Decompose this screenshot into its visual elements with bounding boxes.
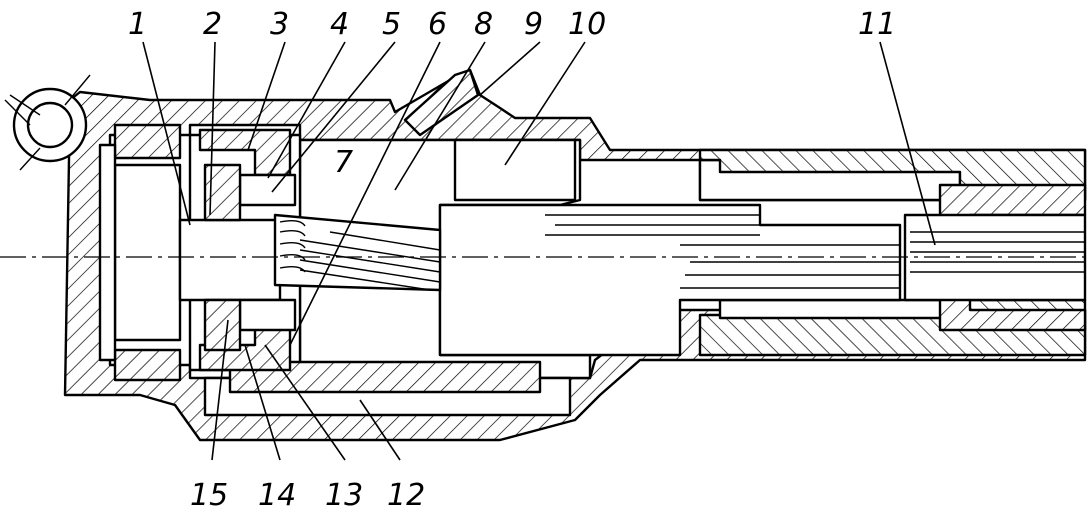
label-2: 2 <box>203 7 222 42</box>
label-6: 6 <box>428 7 447 42</box>
callout-labels: 1 2 3 4 5 6 8 9 10 11 7 15 14 13 12 <box>128 7 896 513</box>
label-8: 8 <box>474 7 493 42</box>
sleeve-bottom <box>203 298 242 352</box>
sleeve-top <box>203 163 242 222</box>
drive-shaft-splines <box>545 214 900 289</box>
helical-gear <box>273 213 442 292</box>
label-1: 1 <box>128 7 147 42</box>
label-15: 15 <box>190 478 228 513</box>
shaft-splines <box>910 231 1085 273</box>
roller-bottom <box>238 298 297 332</box>
output-shaft <box>903 213 1087 302</box>
channel-inner-wall <box>228 360 542 394</box>
label-5: 5 <box>382 7 401 42</box>
lever-lug <box>403 68 480 137</box>
label-11: 11 <box>858 7 896 42</box>
label-12: 12 <box>387 478 425 513</box>
label-3: 3 <box>270 7 289 42</box>
leader-lines <box>142 41 936 461</box>
cavity-10 <box>453 138 577 202</box>
label-14: 14 <box>258 478 296 513</box>
label-13: 13 <box>325 478 363 513</box>
drive-shaft <box>438 203 902 357</box>
roller-top <box>238 173 297 207</box>
bearing-bottom <box>113 348 182 382</box>
input-shaft <box>178 218 282 302</box>
bearing-top <box>113 123 182 160</box>
label-10: 10 <box>568 7 606 42</box>
right-sleeve-lower-inner <box>718 298 962 320</box>
mounting-eye <box>4 74 91 171</box>
label-9: 9 <box>524 7 543 42</box>
label-7: 7 <box>334 145 353 180</box>
left-flange <box>98 143 117 362</box>
helix-lines <box>279 219 441 291</box>
armature-disc <box>113 163 182 342</box>
label-4: 4 <box>330 7 349 42</box>
